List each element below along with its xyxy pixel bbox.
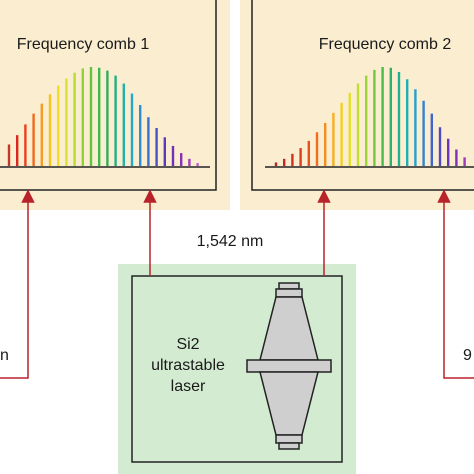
- right-reference-arrow: [437, 189, 474, 379]
- comb-2-spectral-lines: [274, 67, 466, 166]
- left-edge-text: n: [0, 347, 9, 364]
- beam-arrows: [0, 189, 474, 379]
- frequency-comb-1-panel: Frequency comb 1: [0, 0, 230, 210]
- right-edge-text: 9: [463, 347, 472, 364]
- comb-1-title: Frequency comb 1: [17, 36, 150, 53]
- comb-2-title: Frequency comb 2: [319, 36, 452, 53]
- laser-label-line-3: laser: [171, 378, 206, 395]
- cavity-bottom-neck: [275, 434, 303, 444]
- laser-label-line-2: ultrastable: [151, 357, 225, 374]
- cavity-top-cap: [278, 282, 300, 290]
- ultrastable-laser-panel: Si2 ultrastable laser: [118, 264, 356, 474]
- comb-1-spectral-lines: [7, 67, 199, 166]
- optical-cavity-icon: [246, 282, 332, 450]
- comb-1-plot-frame: [0, 0, 217, 191]
- laser-panel-frame: [131, 275, 343, 463]
- comb-2-plot-frame: [251, 0, 474, 191]
- cavity-bottom-cap: [278, 442, 300, 450]
- cavity-mount-plate: [246, 359, 332, 373]
- laser-label-line-1: Si2: [176, 336, 199, 353]
- wavelength-label: 1,542 nm: [197, 233, 264, 250]
- left-reference-arrow: [0, 189, 35, 379]
- cavity-top-neck: [275, 288, 303, 298]
- frequency-comb-2-panel: Frequency comb 2: [240, 0, 474, 210]
